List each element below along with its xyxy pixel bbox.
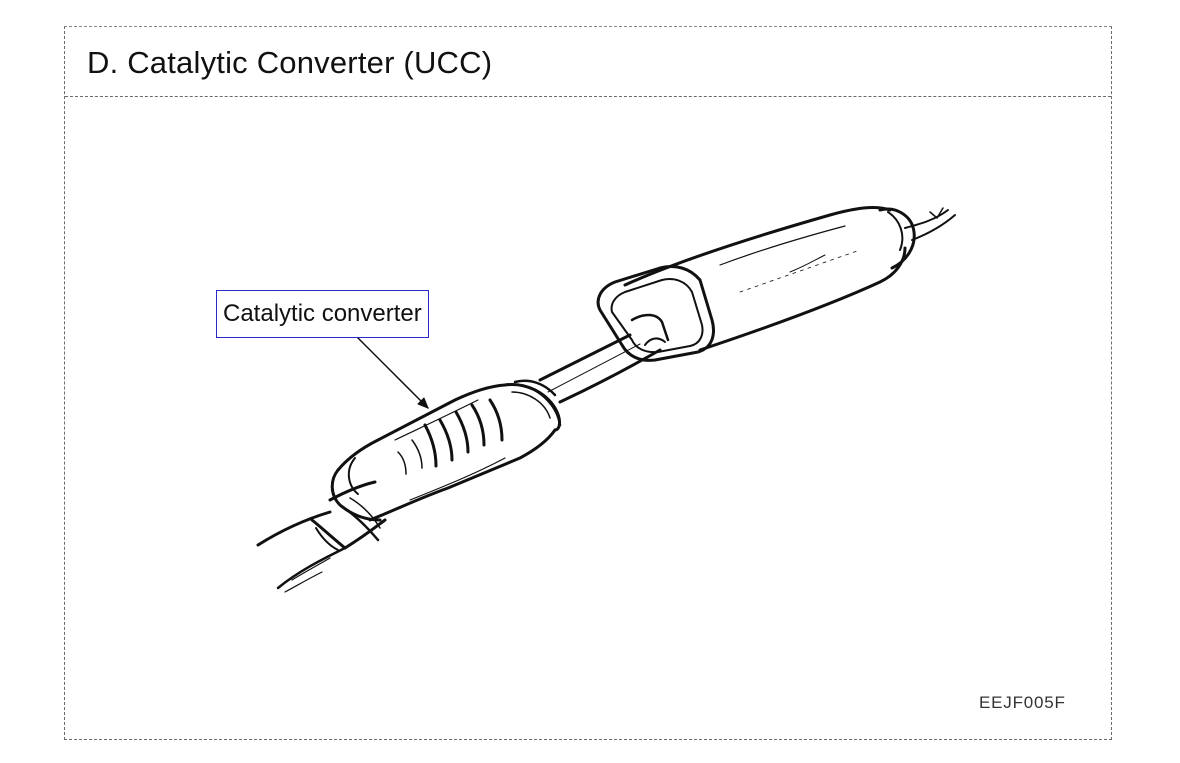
diagram-frame: D. Catalytic Converter (UCC) (64, 26, 1112, 740)
page-title: D. Catalytic Converter (UCC) (87, 45, 493, 80)
outlet-pipe (904, 207, 956, 241)
inlet-pipe (256, 510, 347, 593)
figure-code: EEJF005F (979, 693, 1066, 712)
catalytic-converter-body (330, 379, 562, 522)
muffler (596, 206, 916, 362)
catalytic-converter-callout: Catalytic converter (216, 290, 429, 338)
inlet-flange (310, 480, 387, 551)
intermediate-pipe (538, 333, 662, 404)
callout-leader (349, 329, 429, 409)
title-bar: D. Catalytic Converter (UCC) (65, 27, 1111, 97)
